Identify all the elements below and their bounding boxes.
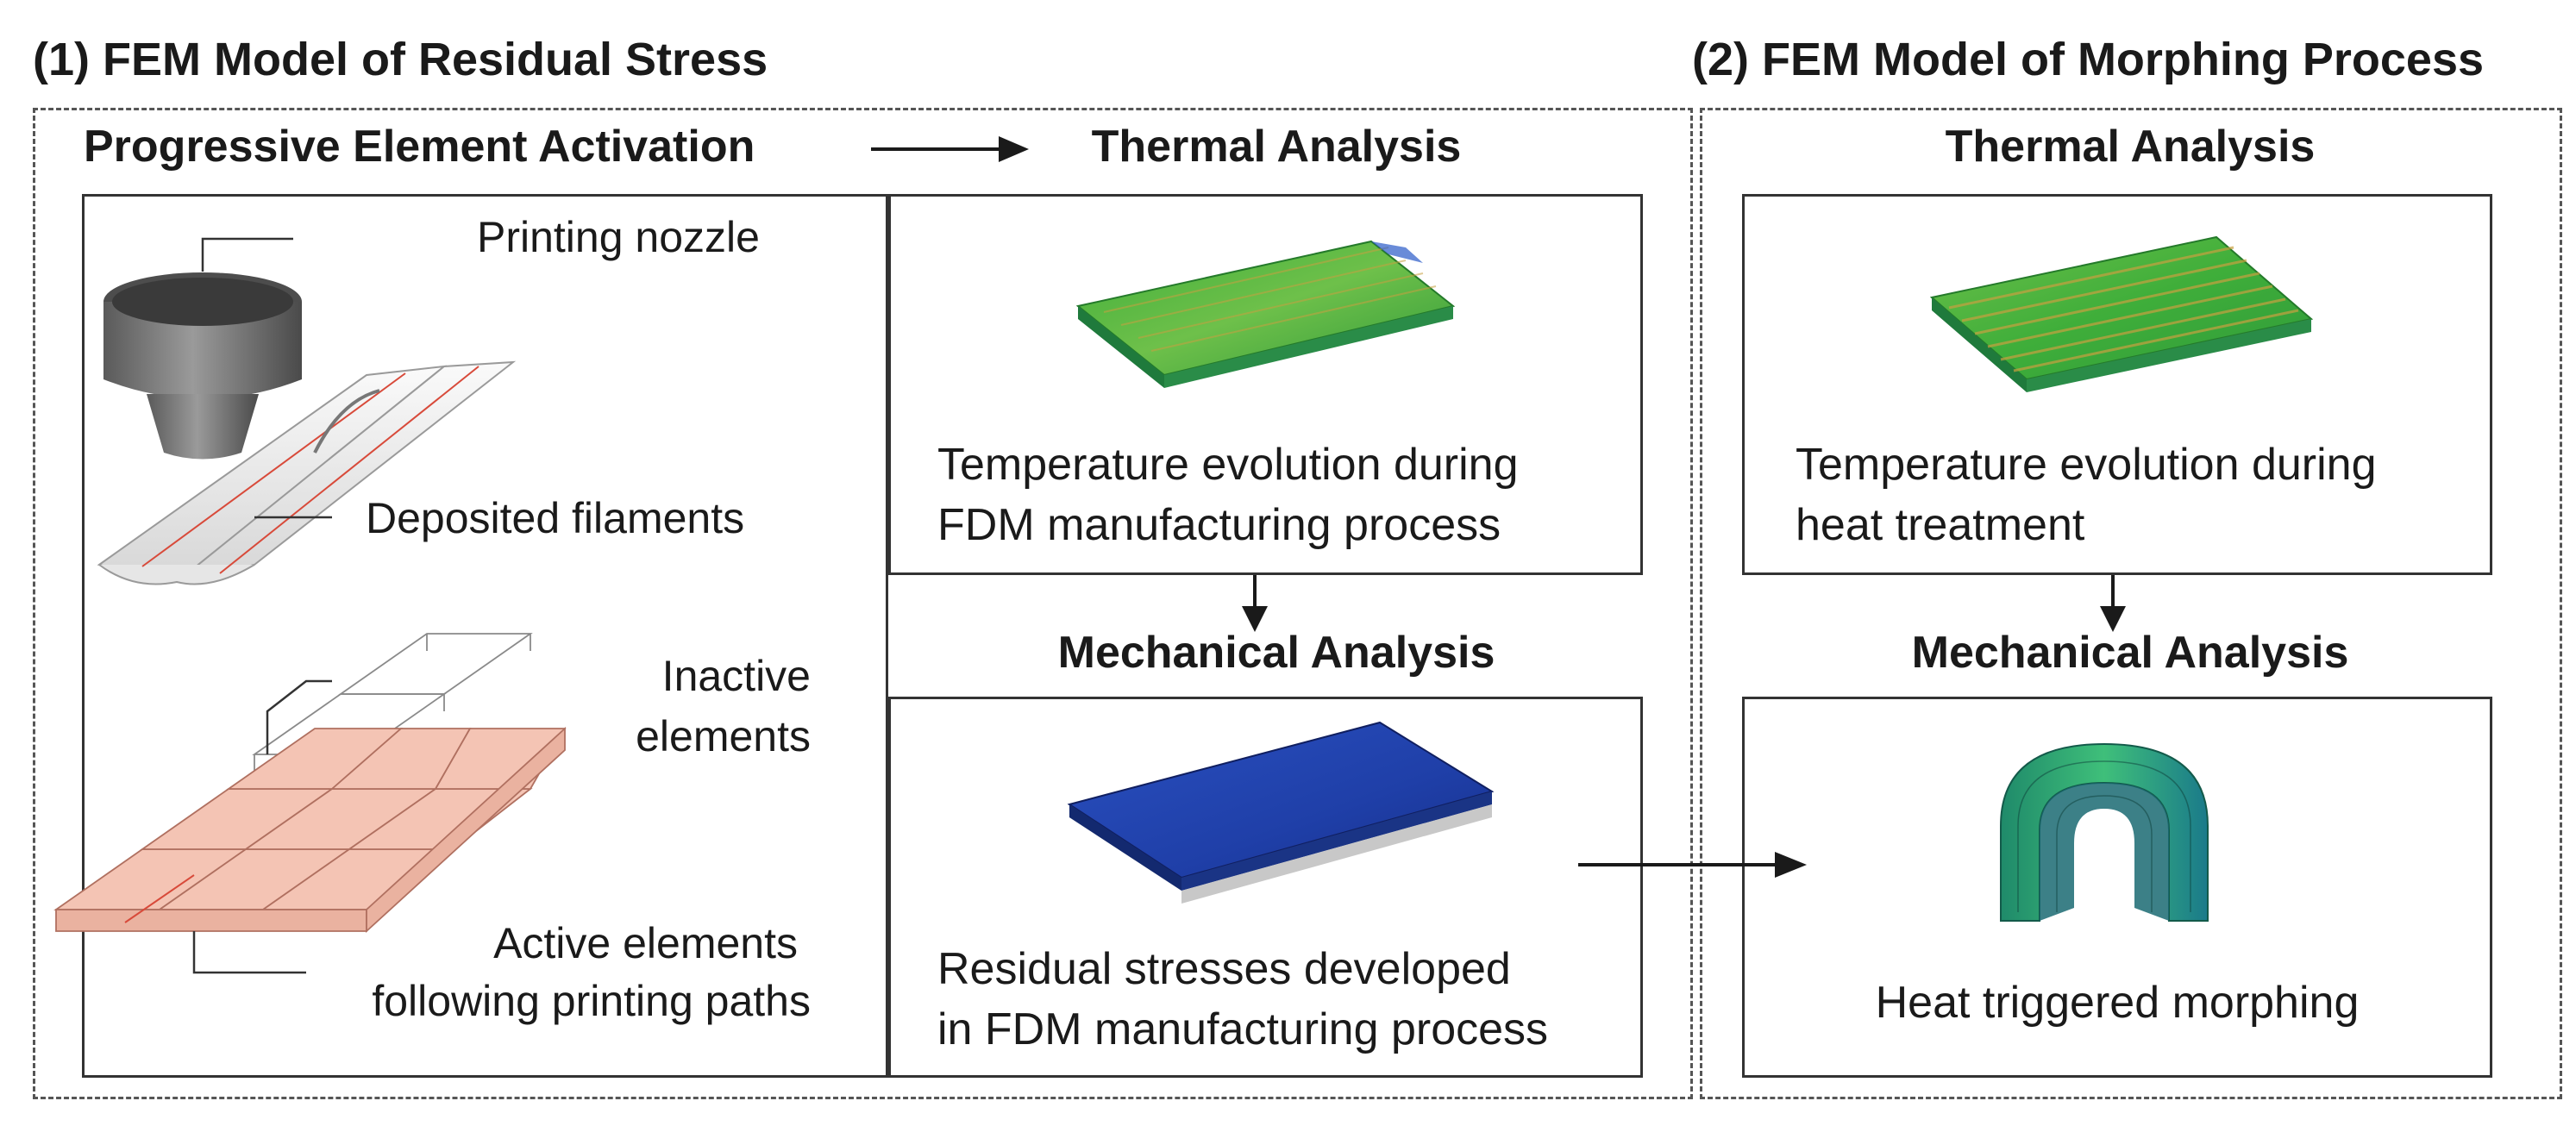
s1-thermal-caption-line1: Temperature evolution during (937, 440, 1519, 490)
activation-heading: Progressive Element Activation (84, 122, 755, 172)
nozzle-leader (201, 237, 293, 272)
s1-thermal-plate (1075, 240, 1456, 388)
section1-frame (33, 108, 1693, 1099)
printing-nozzle-icon (103, 272, 302, 460)
deposited-label: Deposited filaments (366, 494, 745, 542)
nozzle-label: Printing nozzle (477, 213, 760, 261)
s2-mechanical-heading: Mechanical Analysis (1911, 628, 2349, 678)
activation-illustration (53, 237, 567, 974)
section1-title: (1) FEM Model of Residual Stress (33, 34, 768, 85)
active-label-line1: Active elements (493, 919, 798, 967)
s2-thermal-caption-line1: Temperature evolution during (1796, 440, 2377, 490)
s1-mechanical-panel (888, 697, 1643, 1078)
s2-thermal-heading: Thermal Analysis (1945, 122, 2316, 172)
s2-mechanical-caption: Heat triggered morphing (1875, 978, 2360, 1028)
s2-thermal-plate (1929, 235, 2314, 392)
s1-thermal-heading: Thermal Analysis (1091, 122, 1462, 172)
section2-title: (2) FEM Model of Morphing Process (1692, 34, 2485, 85)
section2-frame (1700, 108, 2562, 1099)
element-mesh (53, 633, 567, 934)
active-leader (192, 931, 306, 974)
s1-mechanical-caption-line2: in FDM manufacturing process (937, 1004, 1549, 1054)
inactive-label-line1: Inactive (661, 652, 811, 700)
s1-thermal-panel (888, 194, 1643, 575)
active-label-line2: following printing paths (372, 977, 811, 1025)
s2-thermal-caption-line2: heat treatment (1796, 500, 2085, 550)
s2-morph-shell (2000, 742, 2209, 922)
deposited-filaments (97, 360, 517, 585)
s1-mechanical-heading: Mechanical Analysis (1057, 628, 1495, 678)
inactive-label-line2: elements (636, 712, 811, 760)
s1-stress-plate (1067, 721, 1495, 904)
s1-mechanical-caption-line1: Residual stresses developed (937, 944, 1511, 994)
s1-thermal-caption-line2: FDM manufacturing process (937, 500, 1501, 550)
inactive-leader (266, 679, 332, 754)
